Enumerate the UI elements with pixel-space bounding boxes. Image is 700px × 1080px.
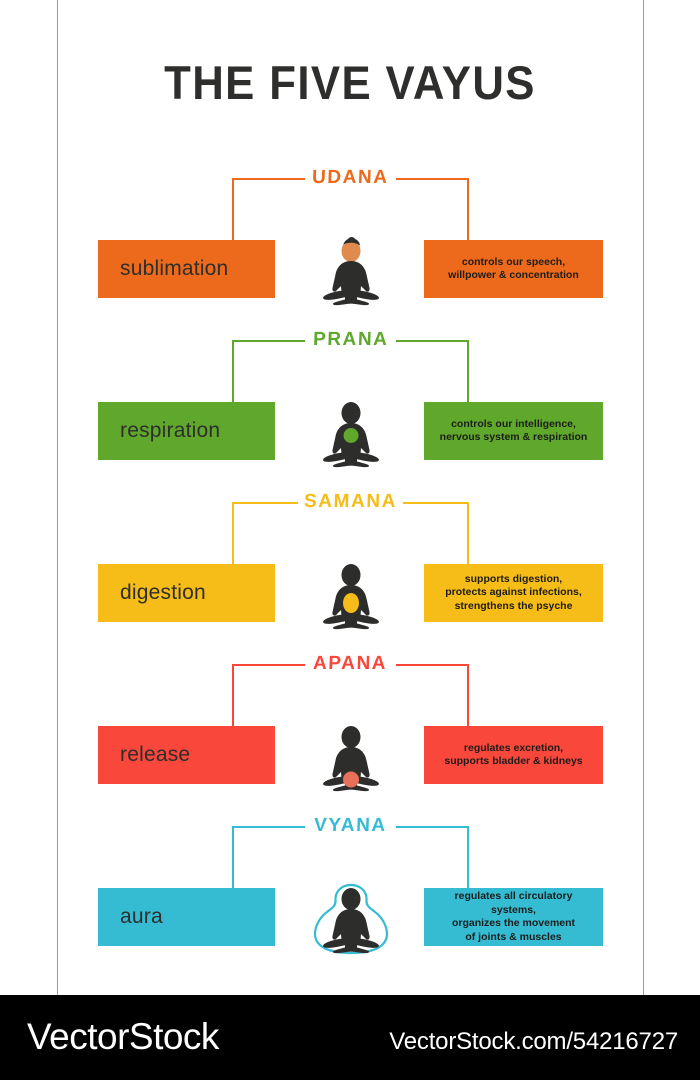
connector-line-down-right xyxy=(467,178,469,240)
vayu-name-text: UDANA xyxy=(305,166,396,190)
vayu-function-box[interactable]: digestion xyxy=(98,564,275,622)
vayu-function-label: release xyxy=(120,743,191,766)
connector-line-top-left xyxy=(232,826,305,828)
description-line: controls our speech, xyxy=(461,255,566,268)
vayu-function-label: respiration xyxy=(120,419,221,442)
description-line: organizes the movement xyxy=(451,917,576,929)
connector-line-down-left xyxy=(232,826,234,888)
vayu-row: UDANA sublimation controls our speech,wi… xyxy=(0,165,700,330)
vayu-description-text: controls our speech,willpower & concentr… xyxy=(448,256,579,283)
description-line: regulates excretion, xyxy=(463,741,564,754)
vayu-name-text: SAMANA xyxy=(297,490,404,514)
lotus-figure-samana-icon xyxy=(310,557,392,633)
vayu-name-label: UDANA xyxy=(232,166,469,190)
vayu-function-box[interactable]: respiration xyxy=(98,402,275,460)
vayu-function-box[interactable]: aura xyxy=(98,888,275,946)
description-line: supports bladder & kidneys xyxy=(444,755,583,767)
lotus-figure-udana-icon xyxy=(310,233,392,309)
vayu-name-label: SAMANA xyxy=(232,490,469,514)
connector-line-down-right xyxy=(467,502,469,564)
description-line: regulates all circulatory systems, xyxy=(454,890,573,916)
lotus-figure-apana-icon xyxy=(310,719,392,795)
vayu-function-box[interactable]: release xyxy=(98,726,275,784)
vayu-name-label: PRANA xyxy=(232,328,469,352)
description-line: of joints & muscles xyxy=(465,930,562,943)
connector-line-down-left xyxy=(232,340,234,402)
connector-line-top-right xyxy=(396,664,469,666)
lotus-figure-vyana-icon xyxy=(310,881,392,957)
poster-canvas: THE FIVE VAYUS UDANA sublimation control… xyxy=(0,0,700,995)
vayu-function-label: digestion xyxy=(120,581,206,604)
connector-line-top-right xyxy=(396,502,469,504)
vayu-row: VYANA aura regulates all circulatory sys… xyxy=(0,813,700,978)
vayu-function-box[interactable]: sublimation xyxy=(98,240,275,298)
connector-line-top-left xyxy=(232,178,305,180)
frame-rule-right xyxy=(643,0,644,995)
vectorstock-url: VectorStock.com/54216727 xyxy=(389,1028,678,1055)
vayu-description-box[interactable]: controls our intelligence,nervous system… xyxy=(424,402,603,460)
vayu-description-box[interactable]: regulates excretion,supports bladder & k… xyxy=(424,726,603,784)
vayu-function-label: sublimation xyxy=(120,257,229,280)
vectorstock-logo: VectorStock xyxy=(27,1016,219,1057)
connector-line-down-left xyxy=(232,178,234,240)
connector-line-top-left xyxy=(232,664,305,666)
description-line: willpower & concentration xyxy=(448,269,579,281)
description-line: supports digestion, xyxy=(464,572,563,585)
connector-line-down-right xyxy=(467,664,469,726)
connector-line-down-right xyxy=(467,340,469,402)
vayu-description-text: controls our intelligence,nervous system… xyxy=(440,418,588,445)
vayu-description-box[interactable]: supports digestion,protects against infe… xyxy=(424,564,603,622)
vayu-description-box[interactable]: regulates all circulatory systems,organi… xyxy=(424,888,603,946)
connector-line-top-right xyxy=(396,178,469,180)
connector-line-down-right xyxy=(467,826,469,888)
vayu-row: SAMANA digestion supports digestion,prot… xyxy=(0,489,700,654)
lotus-figure-prana-icon xyxy=(310,395,392,471)
vayu-description-text: regulates all circulatory systems,organi… xyxy=(432,890,595,944)
vayu-name-text: VYANA xyxy=(307,814,394,838)
connector-line-top-right xyxy=(396,340,469,342)
vayu-description-box[interactable]: controls our speech,willpower & concentr… xyxy=(424,240,603,298)
vayu-connector-bracket: APANA xyxy=(232,652,469,726)
vayu-connector-bracket: SAMANA xyxy=(232,490,469,564)
vayu-description-text: supports digestion,protects against infe… xyxy=(445,573,582,614)
vayu-row: PRANA respiration controls our intellige… xyxy=(0,327,700,492)
vayu-connector-bracket: PRANA xyxy=(232,328,469,402)
connector-line-top-left xyxy=(232,502,305,504)
description-line: strengthens the psyche xyxy=(454,599,573,612)
vayu-function-label: aura xyxy=(120,905,163,928)
frame-rule-left xyxy=(57,0,58,995)
vayu-connector-bracket: VYANA xyxy=(232,814,469,888)
connector-line-down-left xyxy=(232,664,234,726)
description-line: nervous system & respiration xyxy=(439,431,588,443)
description-line: protects against infections, xyxy=(445,586,582,599)
watermark-footer: VectorStock VectorStock.com/54216727 xyxy=(0,995,700,1080)
vayu-name-label: VYANA xyxy=(232,814,469,838)
vayu-row: APANA release regulates excretion,suppor… xyxy=(0,651,700,816)
description-line: controls our intelligence, xyxy=(451,417,576,430)
vayu-name-text: APANA xyxy=(307,652,394,676)
connector-line-down-left xyxy=(232,502,234,564)
vayu-name-text: PRANA xyxy=(306,328,395,352)
page-title: THE FIVE VAYUS xyxy=(164,56,536,109)
connector-line-top-left xyxy=(232,340,305,342)
vayu-name-label: APANA xyxy=(232,652,469,676)
connector-line-top-right xyxy=(396,826,469,828)
vayu-description-text: regulates excretion,supports bladder & k… xyxy=(444,742,582,769)
vayu-connector-bracket: UDANA xyxy=(232,166,469,240)
